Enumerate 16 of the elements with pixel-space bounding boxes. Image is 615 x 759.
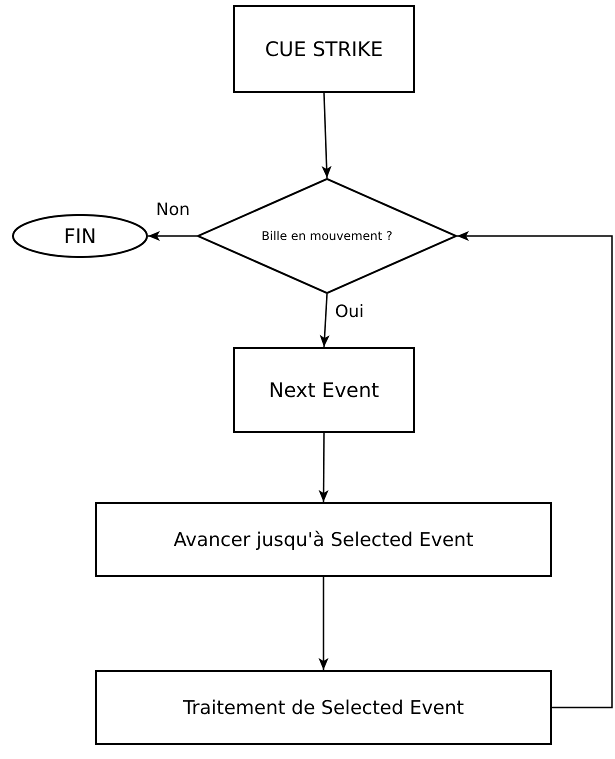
node-label: Next Event [268, 378, 380, 402]
arrow [318, 577, 328, 670]
arrow [457, 231, 613, 708]
node-label: CUE STRIKE [264, 37, 384, 61]
arrow [318, 433, 329, 502]
process-box [233, 347, 415, 433]
node-label: Avancer jusqu'à Selected Event [174, 528, 474, 550]
arrow [322, 92, 332, 178]
node-label: FIN [64, 224, 96, 248]
process-box [233, 5, 415, 93]
node-label: Traitement de Selected Event [182, 696, 464, 718]
arrow [320, 294, 330, 348]
process-box [95, 502, 552, 577]
arrow [148, 231, 197, 241]
process-box [95, 670, 552, 745]
node-label: Bille en mouvement ? [262, 229, 392, 243]
